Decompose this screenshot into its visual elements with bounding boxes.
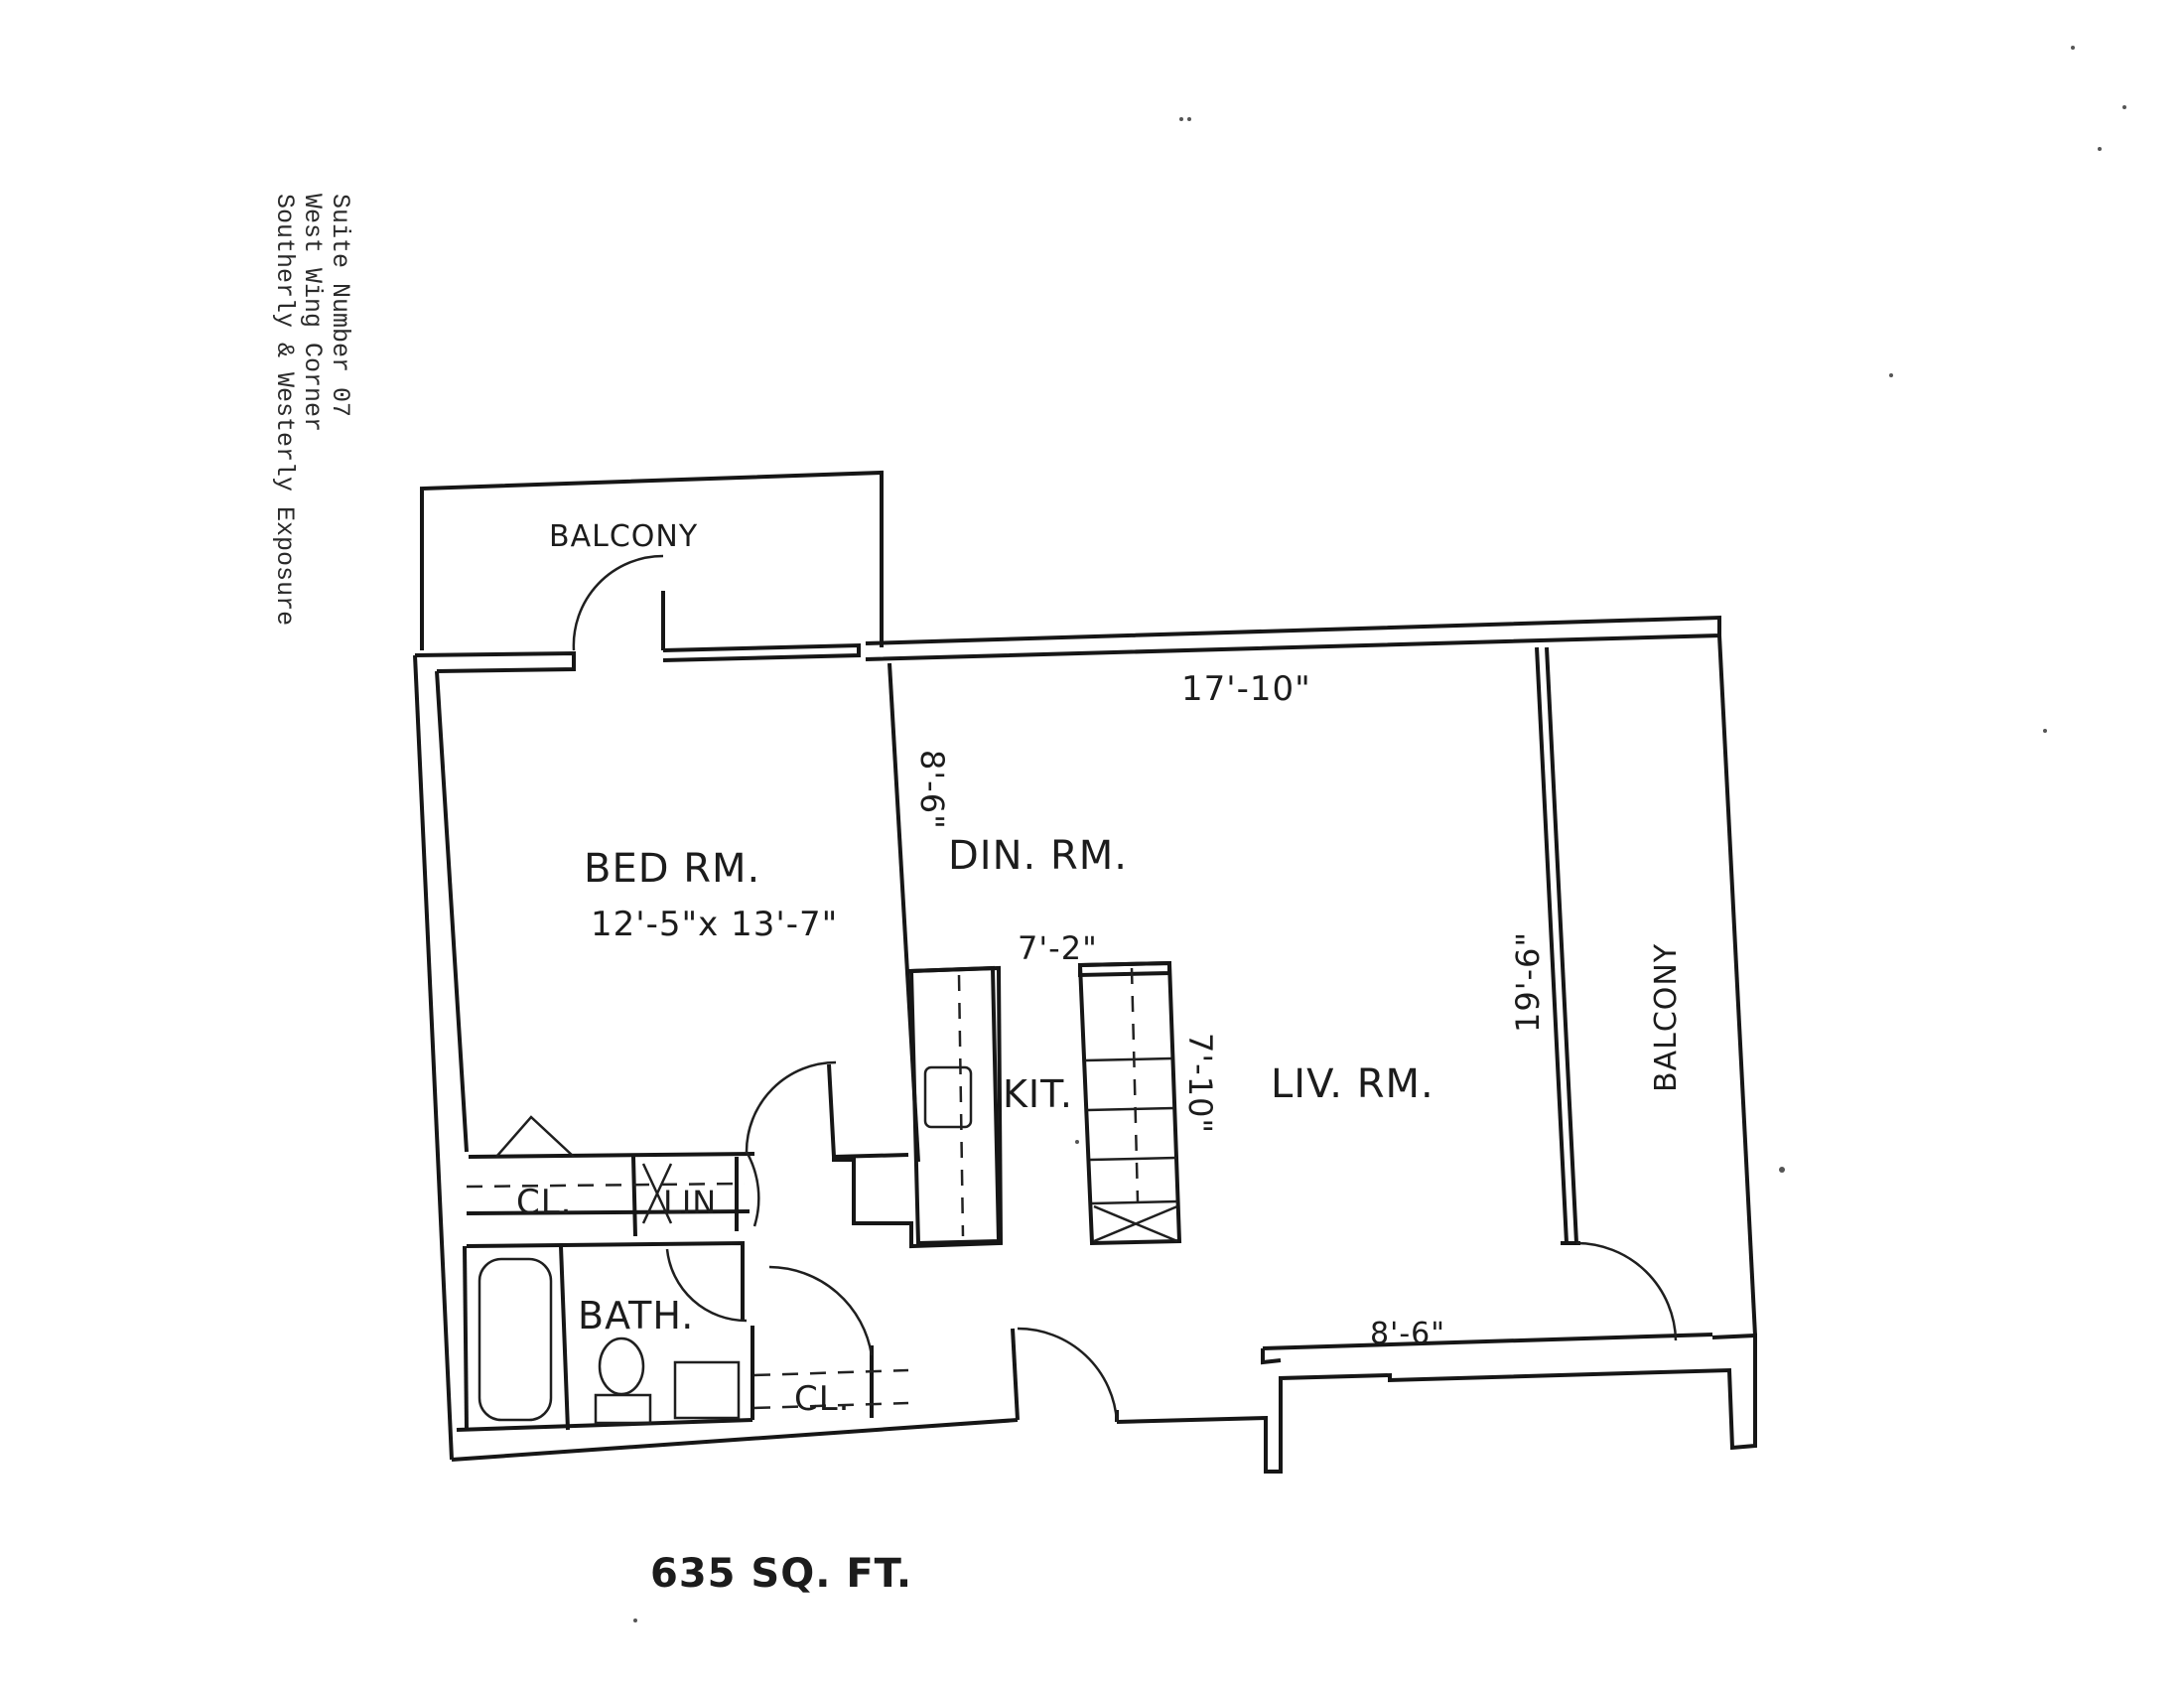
bedroom-label: BED RM. bbox=[584, 846, 760, 892]
bathroom-fixtures bbox=[466, 1182, 909, 1425]
balcony-top bbox=[420, 470, 884, 650]
area-label: 635 SQ. FT. bbox=[650, 1551, 912, 1597]
kitchen-counters bbox=[908, 960, 1182, 1246]
wing-note: West Wing Corner bbox=[298, 194, 327, 432]
suite-number-note: Suite Number 07 bbox=[326, 194, 354, 417]
scan-specks bbox=[633, 46, 2126, 1622]
living-label: LIV. RM. bbox=[1271, 1061, 1434, 1107]
balcony-right-label: BALCONY bbox=[1649, 943, 1684, 1092]
hall-closet-label: CL. bbox=[794, 1379, 851, 1419]
suite-description: Suite Number 07 West Wing Corner Souther… bbox=[270, 194, 354, 626]
kitchen-width-dimension: 7'-2" bbox=[1018, 929, 1098, 967]
living-depth-dimension: 19'-6" bbox=[1509, 931, 1547, 1033]
bedroom-closet-label: CL. bbox=[516, 1183, 573, 1222]
top-width-dimension: 17'-10" bbox=[1181, 669, 1311, 709]
bottom-width-dimension: 8'-6" bbox=[1370, 1317, 1445, 1351]
kitchen-depth-dimension: 7'-10" bbox=[1181, 1033, 1219, 1134]
dining-depth-dimension: 8'-6" bbox=[913, 750, 951, 830]
balcony-top-label: BALCONY bbox=[549, 519, 698, 554]
kitchen-label: KIT. bbox=[1003, 1072, 1073, 1116]
dining-label: DIN. RM. bbox=[948, 833, 1128, 879]
bedroom-size-label: 12'-5"x 13'-7" bbox=[591, 905, 838, 944]
exposure-note: Southerly & Westerly Exposure bbox=[270, 194, 299, 626]
door-swings bbox=[495, 554, 1678, 1423]
exterior-walls bbox=[413, 615, 1757, 1474]
linen-closet-label: LIN bbox=[663, 1184, 717, 1221]
bath-label: BATH. bbox=[578, 1294, 694, 1337]
